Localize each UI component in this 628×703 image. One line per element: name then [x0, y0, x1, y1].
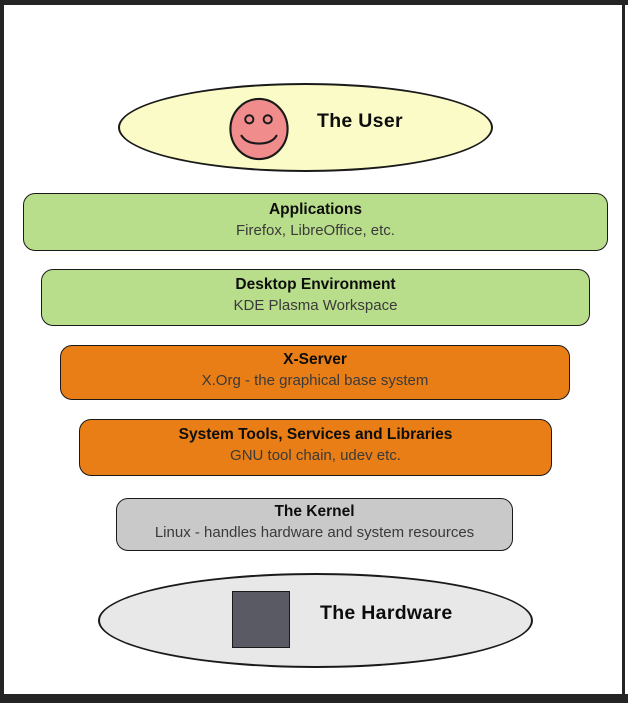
- frame-border-right: [622, 0, 625, 703]
- chip-square-icon: [232, 591, 290, 648]
- layer-x-server-subtitle: X.Org - the graphical base system: [201, 372, 429, 389]
- layer-applications-title: Applications: [268, 200, 362, 218]
- user-label: The User: [317, 110, 403, 132]
- layer-x-server: X-Server X.Org - the graphical base syst…: [60, 345, 570, 400]
- layer-system-tools: System Tools, Services and Libraries GNU…: [79, 419, 552, 476]
- layer-applications: Applications Firefox, LibreOffice, etc.: [23, 193, 608, 251]
- layer-kernel-title: The Kernel: [274, 503, 355, 520]
- smiley-face-icon: [229, 97, 289, 161]
- layer-applications-subtitle: Firefox, LibreOffice, etc.: [236, 221, 395, 239]
- frame-border-bottom: [0, 694, 628, 703]
- layer-kernel-subtitle: Linux - handles hardware and system reso…: [154, 524, 475, 541]
- hardware-ellipse: The Hardware: [98, 573, 533, 668]
- layer-desktop-environment: Desktop Environment KDE Plasma Workspace: [41, 269, 590, 326]
- layer-system-tools-subtitle: GNU tool chain, udev etc.: [230, 447, 401, 464]
- hardware-label: The Hardware: [320, 602, 453, 624]
- user-ellipse: The User: [118, 83, 493, 172]
- layer-system-tools-title: System Tools, Services and Libraries: [178, 426, 453, 443]
- frame-border-left: [0, 0, 4, 703]
- layer-x-server-title: X-Server: [283, 351, 347, 368]
- layer-desktop-environment-title: Desktop Environment: [235, 276, 396, 293]
- layer-kernel: The Kernel Linux - handles hardware and …: [116, 498, 513, 551]
- frame-border-top: [0, 0, 628, 5]
- layer-desktop-environment-subtitle: KDE Plasma Workspace: [233, 297, 398, 314]
